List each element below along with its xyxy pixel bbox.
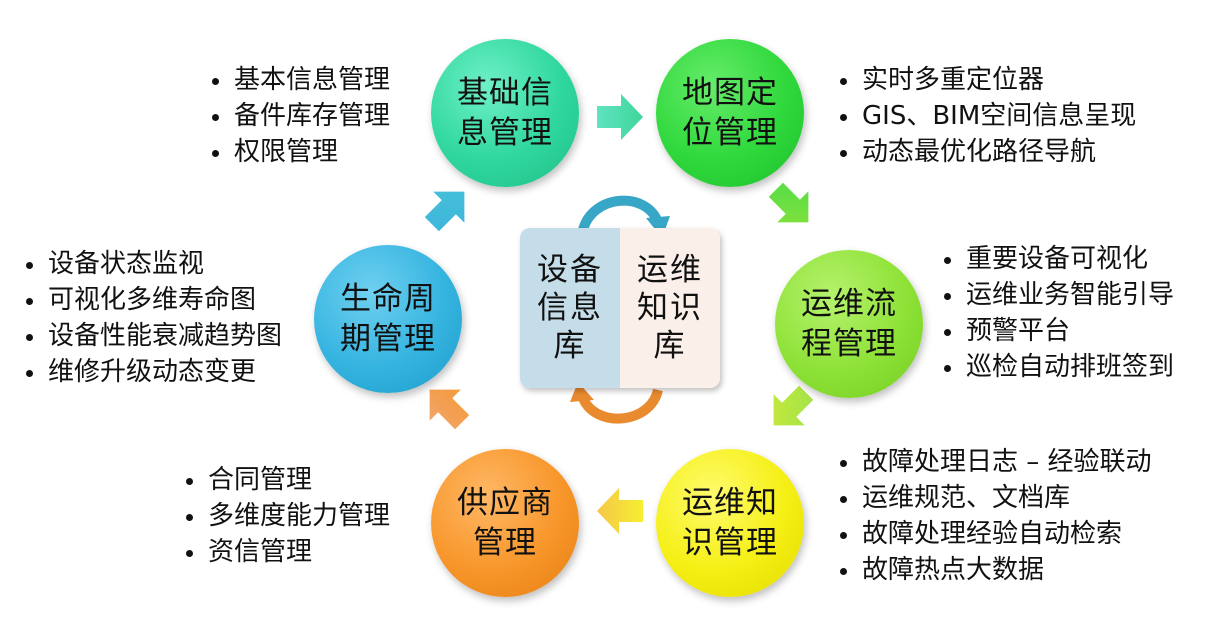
- list-item: 可视化多维寿命图: [22, 282, 282, 318]
- base-info-label: 基础信息管理: [457, 75, 553, 151]
- list-item: 备件库存管理: [208, 98, 390, 134]
- ops-knowledge-label: 运维知识管理: [682, 485, 778, 561]
- list-item: 故障热点大数据: [836, 552, 1152, 588]
- ops-process-list: 重要设备可视化 运维业务智能引导 预警平台 巡检自动排班签到: [940, 241, 1174, 385]
- equipment-db-label: 设备信息库: [537, 252, 603, 364]
- center-database-box: 设备信息库 运维知识库: [520, 228, 720, 388]
- map-location-label: 地图定位管理: [682, 75, 778, 151]
- ops-knowledge-list: 故障处理日志 – 经验联动 运维规范、文档库 故障处理经验自动检索 故障热点大数…: [836, 444, 1152, 588]
- list-item: 重要设备可视化: [940, 241, 1174, 277]
- flow-arrow-map-to-process: [768, 182, 809, 223]
- list-item: 动态最优化路径导航: [836, 134, 1136, 170]
- flow-arrow-process-to-knowledge: [773, 385, 814, 426]
- lifecycle-node: 生命周期管理: [314, 245, 462, 393]
- list-item: 基本信息管理: [208, 62, 390, 98]
- list-item: 运维规范、文档库: [836, 480, 1152, 516]
- list-item: 故障处理经验自动检索: [836, 516, 1152, 552]
- lifecycle-label: 生命周期管理: [340, 281, 436, 357]
- sync-arrow-bottom: [578, 388, 663, 424]
- list-item: 设备状态监视: [22, 246, 282, 282]
- equipment-db-panel: 设备信息库: [520, 228, 620, 388]
- supplier-node: 供应商管理: [431, 449, 579, 597]
- knowledge-db-panel: 运维知识库: [620, 228, 720, 388]
- supplier-list: 合同管理 多维度能力管理 资信管理: [182, 462, 390, 570]
- list-item: 巡检自动排班签到: [940, 349, 1174, 385]
- supplier-label: 供应商管理: [457, 485, 553, 561]
- list-item: 合同管理: [182, 462, 390, 498]
- list-item: GIS、BIM空间信息呈现: [836, 98, 1136, 134]
- base-info-list: 基本信息管理 备件库存管理 权限管理: [208, 62, 390, 170]
- ops-knowledge-node: 运维知识管理: [656, 449, 804, 597]
- map-location-list: 实时多重定位器 GIS、BIM空间信息呈现 动态最优化路径导航: [836, 62, 1136, 170]
- list-item: 维修升级动态变更: [22, 354, 282, 390]
- list-item: 设备性能衰减趋势图: [22, 318, 282, 354]
- list-item: 预警平台: [940, 313, 1174, 349]
- sync-arrow-top: [578, 195, 663, 232]
- ops-process-node: 运维流程管理: [775, 250, 923, 398]
- list-item: 实时多重定位器: [836, 62, 1136, 98]
- list-item: 权限管理: [208, 134, 390, 170]
- base-info-node: 基础信息管理: [431, 39, 579, 187]
- map-location-node: 地图定位管理: [656, 39, 804, 187]
- list-item: 运维业务智能引导: [940, 277, 1174, 313]
- knowledge-db-label: 运维知识库: [637, 252, 703, 364]
- list-item: 资信管理: [182, 534, 390, 570]
- flow-arrow-supplier-to-lifecycle: [429, 389, 470, 430]
- flow-arrow-knowledge-to-supplier: [597, 488, 643, 534]
- lifecycle-list: 设备状态监视 可视化多维寿命图 设备性能衰减趋势图 维修升级动态变更: [22, 246, 282, 390]
- list-item: 故障处理日志 – 经验联动: [836, 444, 1152, 480]
- ops-process-label: 运维流程管理: [801, 286, 897, 362]
- flow-arrow-lifecycle-to-base: [424, 191, 465, 232]
- flow-arrow-base-to-map: [597, 94, 643, 140]
- list-item: 多维度能力管理: [182, 498, 390, 534]
